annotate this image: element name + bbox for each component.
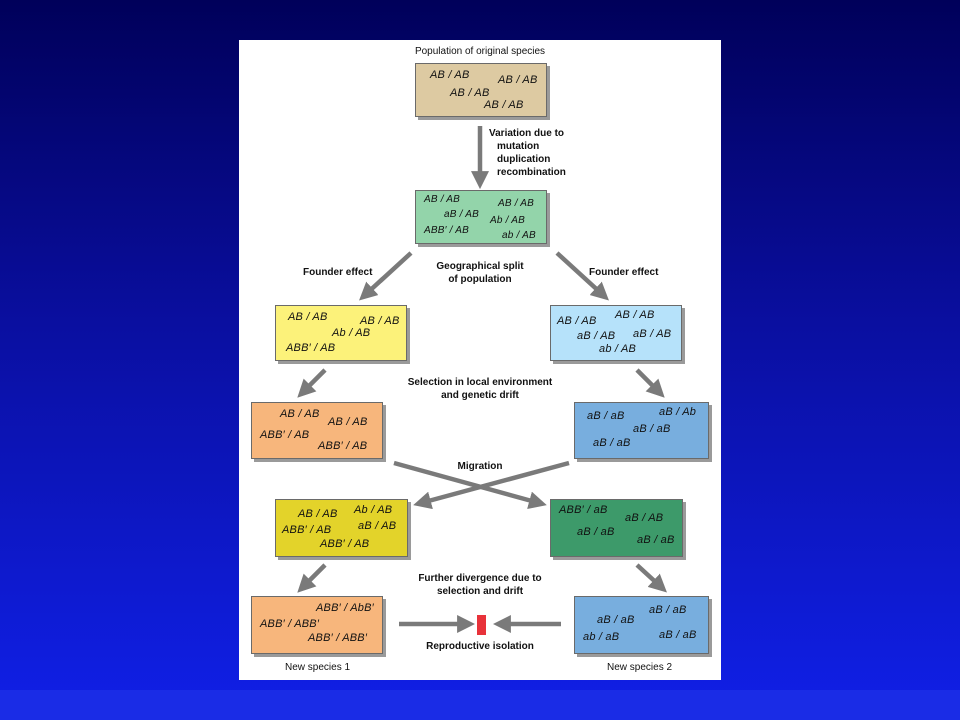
- arrow-selection-right: [635, 368, 665, 398]
- label-geographical-split: Geographical split of population: [436, 261, 524, 285]
- genotype: aB / aB: [649, 604, 687, 616]
- label-selection: Selection in local environment and genet…: [407, 377, 553, 401]
- arrows-layer: [297, 126, 667, 633]
- genotype: ab / aB: [583, 631, 620, 643]
- genotype: aB / Ab: [659, 406, 697, 418]
- genotype: AB / AB: [430, 69, 470, 81]
- arrow-migration-left: [413, 460, 570, 510]
- genotype: aB / aB: [593, 437, 631, 449]
- label-further-divergence: Further divergence due to selection and …: [418, 573, 542, 597]
- box-left-selected: AB / AB AB / AB ABB′ / AB ABB′ / AB: [251, 402, 383, 459]
- genotype: aB / aB: [577, 526, 615, 538]
- label-new-species-2: New species 2: [607, 662, 673, 673]
- label-variation: Variation due to mutation duplication re…: [489, 128, 566, 178]
- arrow-founder-left: [359, 251, 413, 301]
- genotype: ab / AB: [502, 230, 536, 241]
- arrow-founder-right: [555, 251, 609, 301]
- genotype: ABB′ / AB: [260, 429, 310, 441]
- reproductive-isolation-bar: [477, 615, 486, 635]
- bottom-strip: [0, 690, 960, 720]
- genotype: ABB′ / AB: [286, 342, 336, 354]
- genotype: aB / aB: [587, 410, 625, 422]
- genotype: ABB′ / AbB′: [316, 602, 374, 614]
- label-migration: Migration: [457, 461, 503, 472]
- genotype: AB / AB: [557, 315, 597, 327]
- genotype: aB / AB: [633, 328, 672, 340]
- box-original-population: AB / AB AB / AB AB / AB AB / AB: [415, 63, 547, 117]
- genotype: AB / AB: [615, 309, 655, 321]
- box-left-migrated: AB / AB Ab / AB ABB′ / AB aB / AB ABB′ /…: [275, 499, 408, 557]
- genotype: ABB′ / AB: [320, 538, 370, 550]
- label-new-species-1: New species 1: [285, 662, 351, 673]
- genotype: AB / AB: [328, 416, 368, 428]
- genotype: aB / aB: [597, 614, 635, 626]
- label-founder-right: Founder effect: [589, 267, 659, 278]
- box-left-founder: AB / AB AB / AB Ab / AB ABB′ / AB: [275, 305, 407, 361]
- genotype: aB / aB: [633, 423, 671, 435]
- genotype: aB / AB: [577, 330, 616, 342]
- box-right-founder: AB / AB AB / AB aB / AB aB / AB ab / AB: [550, 305, 682, 361]
- genotype: aB / AB: [625, 512, 664, 524]
- box-new-species-2: aB / aB aB / aB ab / aB aB / aB: [574, 596, 709, 654]
- genotype: ABB′ / AB: [424, 225, 469, 236]
- genotype: ABB′ / aB: [559, 504, 608, 516]
- box-new-species-1: ABB′ / AbB′ ABB′ / ABB′ ABB′ / ABB′: [251, 596, 383, 654]
- label-reproductive-isolation: Reproductive isolation: [426, 641, 534, 652]
- genotype: ABB′ / AB: [318, 440, 368, 452]
- diagram-sheet: Population of original species Variation…: [239, 40, 721, 680]
- box-right-selected: aB / aB aB / Ab aB / aB aB / aB: [574, 402, 709, 459]
- genotype: ab / AB: [599, 343, 637, 355]
- genotype: aB / AB: [444, 209, 479, 220]
- genotype: aB / aB: [637, 534, 675, 546]
- genotype: AB / AB: [280, 408, 320, 420]
- arrow-selection-left: [297, 368, 327, 398]
- genotype: Ab / AB: [332, 327, 371, 339]
- genotype: AB / AB: [498, 198, 535, 209]
- genotype: ABB′ / ABB′: [260, 618, 320, 630]
- genotype: AB / AB: [424, 194, 461, 205]
- genotype: AB / AB: [298, 508, 338, 520]
- genotype: AB / AB: [450, 87, 490, 99]
- genotype: aB / aB: [659, 629, 697, 641]
- genotype: Ab / AB: [354, 504, 393, 516]
- genotype: AB / AB: [360, 315, 400, 327]
- arrow-divergence-left: [297, 563, 327, 593]
- box-right-migrated: ABB′ / aB aB / AB aB / aB aB / aB: [550, 499, 683, 557]
- genotype: AB / AB: [498, 74, 538, 86]
- box-varied-population: AB / AB AB / AB aB / AB Ab / AB ABB′ / A…: [415, 190, 547, 244]
- genotype: AB / AB: [484, 99, 524, 111]
- genotype: Ab / AB: [490, 215, 525, 226]
- genotype: ABB′ / ABB′: [308, 632, 368, 644]
- genotype: ABB′ / AB: [282, 524, 332, 536]
- arrow-migration-right: [393, 460, 547, 510]
- genotype: aB / AB: [358, 520, 397, 532]
- genotype: AB / AB: [288, 311, 328, 323]
- label-founder-left: Founder effect: [303, 267, 373, 278]
- label-original-population: Population of original species: [414, 46, 546, 57]
- arrow-divergence-right: [635, 563, 667, 593]
